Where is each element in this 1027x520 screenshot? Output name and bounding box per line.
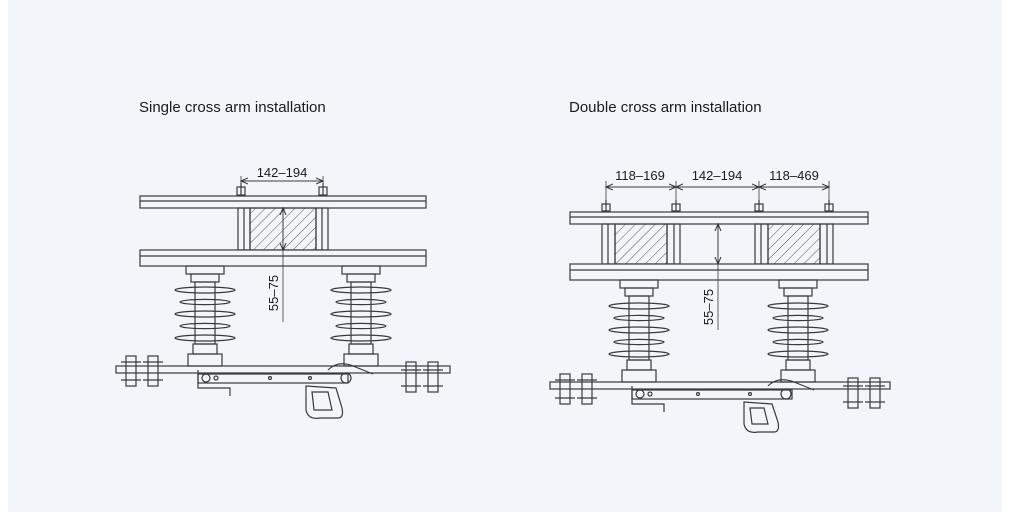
- insulator-right: [330, 265, 392, 367]
- single-gap-dimension: 55–75: [266, 275, 281, 311]
- switch-blade-assembly: [115, 355, 451, 419]
- upper-cross-arm: [569, 211, 869, 225]
- switch-blade-assembly: [549, 373, 891, 433]
- double-cross-arm-title: Double cross arm installation: [569, 99, 762, 116]
- double-gap-dimension: 55–75: [701, 289, 716, 325]
- single-cross-arm-title: Single cross arm installation: [139, 99, 326, 116]
- upper-cross-arm: [139, 195, 427, 209]
- lower-cross-arm: [569, 263, 869, 281]
- double-cross-arm-drawing: [549, 181, 891, 433]
- installation-drawings: 142–194 55–75: [115, 165, 891, 433]
- double-mid-dimension: 142–194: [692, 168, 743, 183]
- top-bolt: [601, 200, 834, 212]
- double-right-dimension: 118–469: [769, 168, 819, 183]
- diagram-canvas: Single cross arm installation Double cro…: [8, 0, 1002, 512]
- single-span-dimension: 142–194: [257, 165, 308, 180]
- insulator-left: [608, 279, 670, 383]
- insulator-left: [174, 265, 236, 367]
- single-cross-arm-drawing: [115, 176, 451, 419]
- double-left-dimension: 118–169: [615, 168, 665, 183]
- top-bolt: [236, 183, 328, 197]
- insulator-right: [767, 279, 829, 383]
